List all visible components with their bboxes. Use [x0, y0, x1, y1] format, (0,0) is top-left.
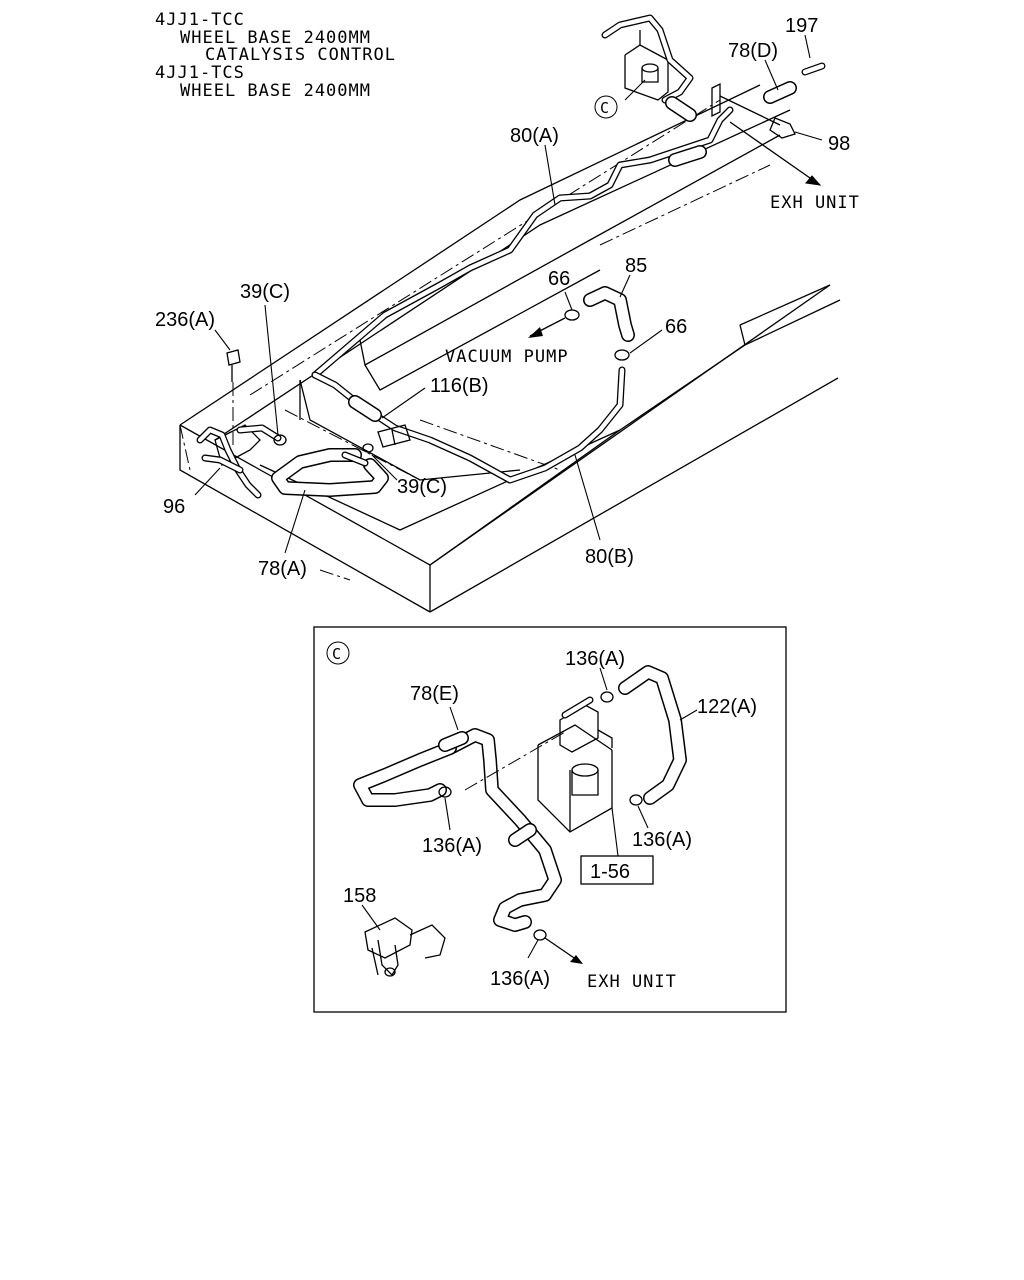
callout-c-circle-detail — [326, 641, 350, 665]
leader-lines-main — [194, 34, 823, 554]
pipe-80a — [311, 106, 734, 379]
header-notes: 4JJ1-TCC WHEEL BASE 2400MM CATALYSIS CON… — [155, 10, 396, 101]
detail-labels: 136(A) 78(E) 122(A) 136(A) 136(A) 1-56 1… — [343, 648, 757, 992]
exh-unit-arrow-detail — [570, 955, 583, 964]
label-136a-bottom: 136(A) — [490, 968, 550, 990]
label-136a-right: 136(A) — [632, 829, 692, 851]
callout-c-detail: C — [332, 645, 341, 663]
label-66-right: 66 — [665, 316, 687, 338]
header-line-2: WHEEL BASE 2400MM — [180, 28, 371, 48]
parts-right-upper — [711, 62, 826, 186]
label-exh-unit-main: EXH UNIT — [770, 193, 860, 213]
header-line-5: WHEEL BASE 2400MM — [180, 81, 371, 101]
header-line-4: 4JJ1-TCS — [155, 63, 245, 83]
label-39c-bottom: 39(C) — [397, 476, 447, 498]
label-98: 98 — [828, 133, 850, 155]
detail-frame — [313, 626, 787, 1013]
label-80a: 80(A) — [510, 125, 559, 147]
vacuum-pump-arrow — [528, 327, 543, 338]
vacuum-pump-hoses — [528, 286, 635, 361]
chassis-frame — [179, 84, 841, 613]
label-80b: 80(B) — [585, 546, 634, 568]
label-236a: 236(A) — [155, 309, 215, 331]
label-96: 96 — [163, 496, 185, 518]
label-158: 158 — [343, 885, 376, 907]
label-136a-left: 136(A) — [422, 835, 482, 857]
callout-c-circle-main — [594, 95, 618, 119]
label-vacuum-pump: VACUUM PUMP — [445, 347, 569, 367]
label-ref-1-56: 1-56 — [590, 861, 630, 883]
part-158-clamp — [364, 917, 446, 977]
label-78a: 78(A) — [258, 558, 307, 580]
label-78e: 78(E) — [410, 683, 459, 705]
label-136a-top: 136(A) — [565, 648, 625, 670]
label-78d: 78(D) — [728, 40, 778, 62]
label-66-left: 66 — [548, 268, 570, 290]
main-labels: 197 78(D) 98 80(A) EXH UNIT 66 85 66 VAC… — [155, 15, 860, 580]
exh-unit-arrow-top — [805, 175, 822, 186]
detail-view-c: C — [313, 626, 787, 1013]
pipe-80b — [311, 366, 626, 484]
ref-box-1-56 — [580, 855, 654, 885]
parts-left-front — [196, 349, 411, 499]
label-85: 85 — [625, 255, 647, 277]
header-line-1: 4JJ1-TCC — [155, 10, 245, 30]
label-116b: 116(B) — [430, 375, 489, 397]
label-197: 197 — [785, 15, 818, 37]
header-line-3: CATALYSIS CONTROL — [205, 45, 396, 65]
canister-top — [601, 14, 697, 122]
label-exh-unit-detail: EXH UNIT — [587, 972, 677, 992]
label-39c-top: 39(C) — [240, 281, 290, 303]
label-122a: 122(A) — [697, 696, 757, 718]
callout-c-main: C — [600, 99, 609, 117]
canister-detail — [537, 696, 613, 833]
